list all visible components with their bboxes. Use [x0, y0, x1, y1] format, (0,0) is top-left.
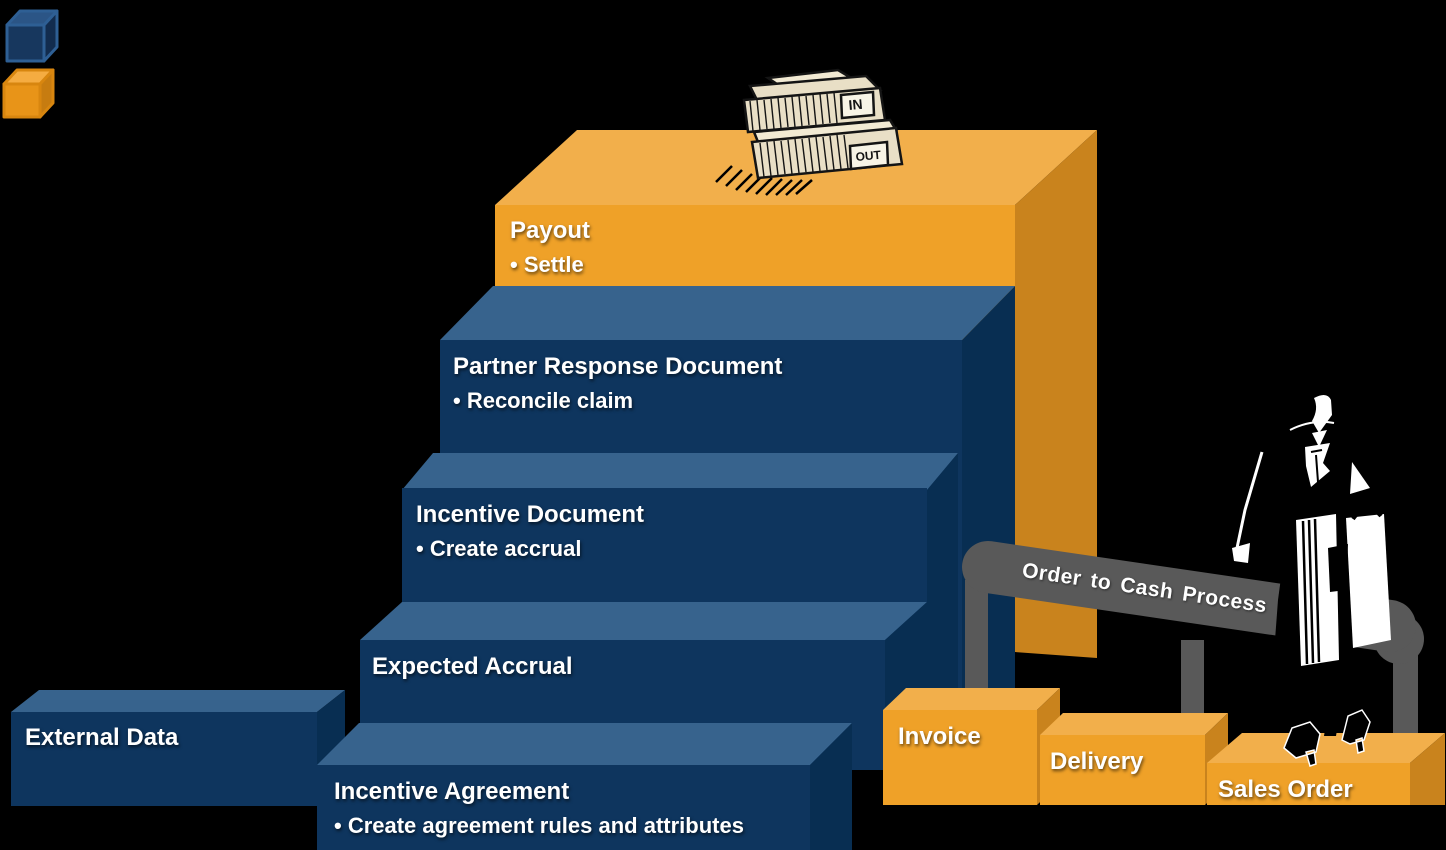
external-data-front-face [11, 712, 317, 806]
woman-hand [1232, 543, 1250, 563]
sales-order-top-face [1207, 733, 1445, 763]
businesswoman-figure [1232, 373, 1391, 767]
incentive-agreement-front-face [317, 765, 810, 850]
tray-in-label: IN [848, 96, 863, 113]
step-title: Partner Response Document [453, 353, 783, 380]
orange-cube-icon [2, 68, 55, 119]
railing-post-1 [965, 580, 988, 710]
railing-post-2 [1181, 640, 1204, 715]
incentive-document-top-face [402, 453, 958, 490]
woman-folder-stripes [1301, 518, 1321, 665]
step-label-incentive-document: Incentive Document • Create accrual [416, 498, 644, 566]
delivery-front-face [1040, 735, 1205, 805]
orange-cube-face [2, 82, 42, 119]
step-title: Expected Accrual [372, 653, 573, 680]
tray-out-label: OUT [855, 148, 882, 164]
invoice-top-face [883, 688, 1060, 710]
sales-order-front-face [1207, 763, 1410, 805]
blue-cube-face [5, 23, 46, 63]
tray-out-plaque [848, 140, 890, 171]
tray-shadow-hatching [715, 165, 813, 196]
woman-face [1312, 394, 1332, 433]
tray-upper-slats [749, 92, 838, 132]
external-data-top-face [11, 690, 345, 712]
woman-hair [1297, 373, 1348, 414]
step-title: External Data [25, 724, 179, 751]
order-step-label-delivery: Delivery [1050, 745, 1143, 779]
incentive-agreement-side-face [810, 723, 852, 850]
step-label-expected-accrual: Expected Accrual [372, 650, 573, 684]
woman-arm-highlight [1235, 451, 1264, 549]
woman-neck [1312, 430, 1327, 447]
invoice-front-face [883, 710, 1037, 805]
step-title: Incentive Agreement [334, 778, 570, 805]
tray-in-plaque [839, 90, 876, 120]
woman-right-hand-on-folder [1328, 544, 1348, 592]
order-step-title: Sales Order [1218, 776, 1353, 803]
partner-response-top-face [440, 286, 1015, 340]
order-step-label-sales-order: Sales Order [1218, 773, 1353, 807]
delivery-top-face [1040, 713, 1228, 735]
woman-left-shoe [1283, 721, 1321, 767]
step-bullet: • Settle [510, 252, 584, 277]
woman-left-arm [1232, 448, 1272, 564]
step-title: Incentive Document [416, 501, 645, 528]
woman-right-shoe [1341, 709, 1371, 754]
order-step-delivery-box [1040, 713, 1228, 805]
legend-cubes [2, 9, 59, 119]
incentive-document-side-face [927, 453, 958, 700]
woman-bag [1346, 514, 1391, 648]
step-label-partner-response: Partner Response Document • Reconcile cl… [453, 350, 782, 418]
blue-cube-icon [5, 9, 59, 63]
step-label-payout: Payout • Settle [510, 214, 590, 282]
step-title: Payout [510, 217, 591, 244]
incentive-agreement-top-face [317, 723, 852, 765]
step-bullet: • Create accrual [416, 536, 582, 561]
order-step-sales-order-box [1207, 733, 1445, 805]
woman-jabot-seams [1310, 449, 1323, 483]
order-step-title: Delivery [1050, 748, 1144, 775]
order-step-title: Invoice [898, 723, 981, 750]
sales-order-side-face [1410, 733, 1445, 805]
tray-lower-slats [759, 134, 849, 178]
step-label-incentive-agreement: Incentive Agreement • Create agreement r… [334, 775, 744, 843]
in-out-tray-icon: IN OUT [715, 68, 904, 196]
order-step-label-invoice: Invoice [898, 720, 981, 754]
woman-collar-highlight [1289, 420, 1335, 431]
step-bullet: • Create agreement rules and attributes [334, 813, 744, 838]
woman-right-leg [1324, 710, 1340, 736]
woman-elbow-gap [1350, 462, 1370, 494]
step-bullet: • Reconcile claim [453, 388, 634, 413]
step-label-external-data: External Data [25, 721, 178, 755]
payout-side-face [1015, 130, 1097, 658]
step-incentive-agreement-box [317, 723, 852, 850]
woman-bag-handle [1351, 506, 1383, 521]
expected-accrual-top-face [360, 602, 927, 640]
